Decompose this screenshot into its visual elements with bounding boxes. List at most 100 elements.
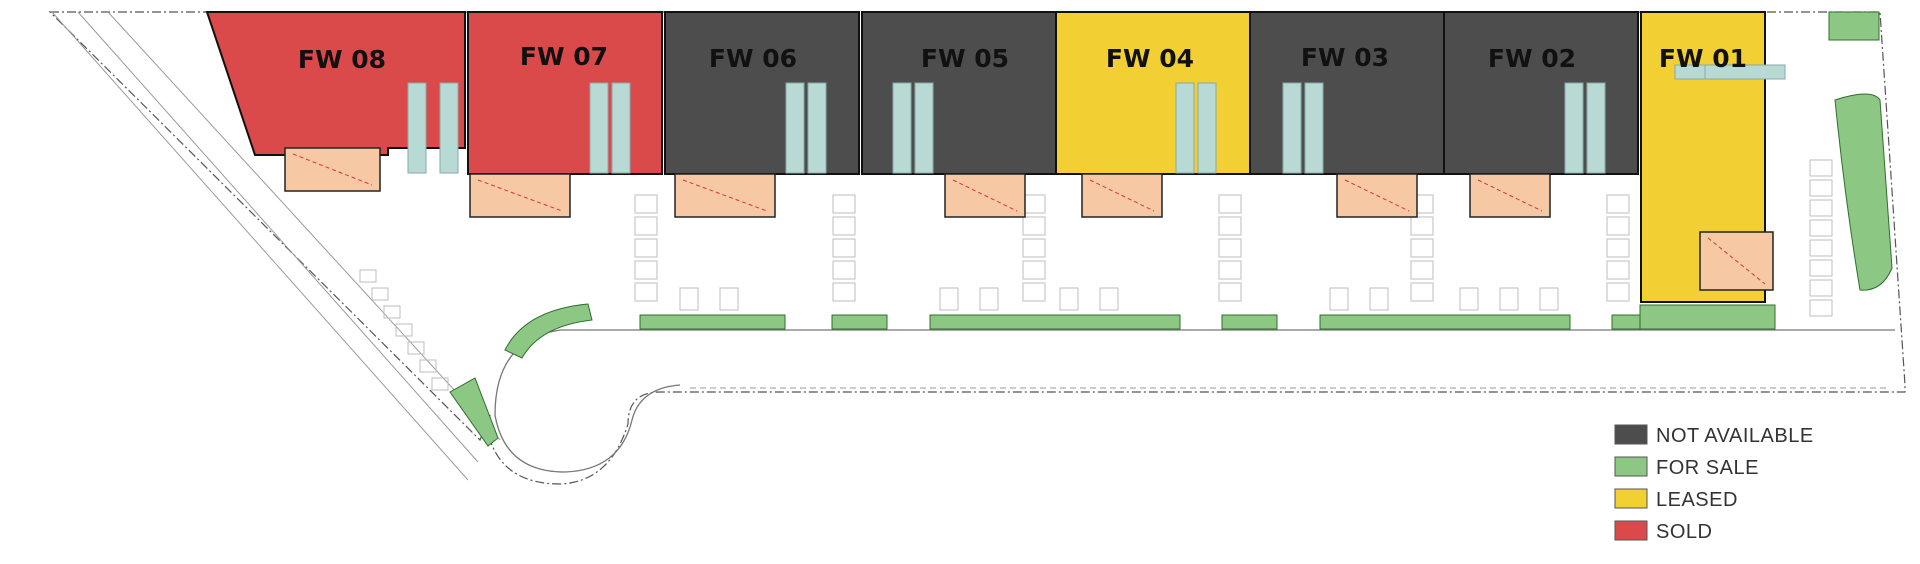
parking-stall xyxy=(1809,199,1833,217)
parking-stall xyxy=(1022,216,1046,236)
building-units: FW 08 FW 07 FW 06 FW 05 FW 04 FW 03 FW 02 FW 01 xyxy=(205,11,1786,303)
office-diagonal xyxy=(292,153,373,186)
unit-label: FW 07 xyxy=(520,42,608,71)
parking-stall xyxy=(634,260,658,280)
unit-footprint[interactable] xyxy=(205,11,466,156)
parking-stall xyxy=(1410,282,1434,302)
access-road xyxy=(494,329,1895,473)
office-diagonal xyxy=(1089,179,1155,212)
parking-stall xyxy=(1329,287,1349,311)
parking-stall xyxy=(1809,159,1833,177)
parking-stall xyxy=(1606,260,1630,280)
office-diagonal xyxy=(1477,179,1543,212)
unit-fw-02[interactable]: FW 02 xyxy=(1443,11,1639,218)
parking-stall xyxy=(419,359,437,373)
unit-fw-07[interactable]: FW 07 xyxy=(467,11,663,218)
parking-stall xyxy=(407,341,425,355)
parking-stall xyxy=(1022,194,1046,214)
glazing-panel xyxy=(1704,64,1786,80)
site-boundary xyxy=(48,11,1906,485)
parking-stall xyxy=(1218,238,1242,258)
parking-stall xyxy=(979,287,999,311)
legend-label-leased: LEASED xyxy=(1656,489,1738,511)
legend-swatch-for-sale xyxy=(1614,456,1648,477)
parking-stall xyxy=(1606,238,1630,258)
unit-fw-05[interactable]: FW 05 xyxy=(861,11,1057,218)
unit-footprint[interactable] xyxy=(861,11,1057,175)
office-area xyxy=(674,173,776,218)
unit-footprint[interactable] xyxy=(1249,11,1445,175)
unit-fw-06[interactable]: FW 06 xyxy=(664,11,860,218)
site-boundary-west xyxy=(51,11,501,481)
parking-stall xyxy=(1809,279,1833,297)
glazing-panel xyxy=(611,82,631,174)
parking-stall xyxy=(1606,216,1630,236)
parking-stall xyxy=(1499,287,1519,311)
glazing-panel xyxy=(892,82,912,174)
parking-stalls xyxy=(359,159,1833,391)
glazing-panel xyxy=(1564,82,1584,174)
unit-fw-03[interactable]: FW 03 xyxy=(1249,11,1445,218)
office-diagonal xyxy=(1707,237,1766,285)
glazing-panel xyxy=(914,82,934,174)
glazing-panel xyxy=(439,82,459,174)
parking-stall xyxy=(1459,287,1479,311)
parking-stall xyxy=(832,216,856,236)
parking-stall xyxy=(1606,282,1630,302)
parking-stall xyxy=(371,287,389,301)
parking-stall xyxy=(634,216,658,236)
unit-footprint[interactable] xyxy=(1443,11,1639,175)
legend-label-sold: SOLD xyxy=(1656,521,1712,543)
unit-label: FW 08 xyxy=(298,45,386,74)
parking-stall xyxy=(634,194,658,214)
parking-stall xyxy=(1218,194,1242,214)
parking-stall xyxy=(359,269,377,283)
glazing-panel xyxy=(785,82,805,174)
parking-stall xyxy=(1410,260,1434,280)
parking-stall xyxy=(832,194,856,214)
parking-stall xyxy=(1022,238,1046,258)
parking-stall xyxy=(1099,287,1119,311)
unit-footprint[interactable] xyxy=(664,11,860,175)
unit-label: FW 06 xyxy=(709,44,797,73)
glazing-panel xyxy=(1282,82,1302,174)
legend-label-for-sale: FOR SALE xyxy=(1656,457,1759,479)
glazing-panel xyxy=(1586,82,1606,174)
parking-stall xyxy=(719,287,739,311)
unit-footprint[interactable] xyxy=(467,11,663,175)
legend-swatch-leased xyxy=(1614,488,1648,509)
landscape-northeast xyxy=(1828,11,1880,41)
glazing-panel xyxy=(407,82,427,174)
parking-stall xyxy=(1539,287,1559,311)
legend-swatch-sold xyxy=(1614,520,1648,541)
unit-label: FW 02 xyxy=(1488,44,1576,73)
landscape-west xyxy=(449,377,499,447)
parking-stall xyxy=(634,282,658,302)
legend-label-not-available: NOT AVAILABLE xyxy=(1656,425,1814,447)
unit-fw-08[interactable]: FW 08 xyxy=(205,11,466,192)
parking-stall xyxy=(832,282,856,302)
parking-stall xyxy=(1369,287,1389,311)
unit-label: FW 05 xyxy=(921,44,1009,73)
unit-label: FW 04 xyxy=(1106,44,1194,73)
glazing-panel xyxy=(807,82,827,174)
unit-footprint[interactable] xyxy=(1055,11,1251,175)
parking-stall xyxy=(832,260,856,280)
unit-label: FW 03 xyxy=(1301,43,1389,72)
parking-stall xyxy=(679,287,699,311)
unit-fw-04[interactable]: FW 04 xyxy=(1055,11,1251,218)
parking-stall xyxy=(1022,282,1046,302)
parking-stall xyxy=(634,238,658,258)
parking-stall xyxy=(1809,219,1833,237)
parking-stall xyxy=(1059,287,1079,311)
parking-stall xyxy=(1809,259,1833,277)
legend-swatch-not-available xyxy=(1614,424,1648,445)
glazing-panel xyxy=(589,82,609,174)
landscape-cul-de-sac xyxy=(504,303,593,359)
parking-stall xyxy=(1809,179,1833,197)
glazing-panel xyxy=(1304,82,1324,174)
parking-stall xyxy=(939,287,959,311)
unit-fw-01[interactable]: FW 01 xyxy=(1640,11,1786,303)
parking-stall xyxy=(1809,239,1833,257)
